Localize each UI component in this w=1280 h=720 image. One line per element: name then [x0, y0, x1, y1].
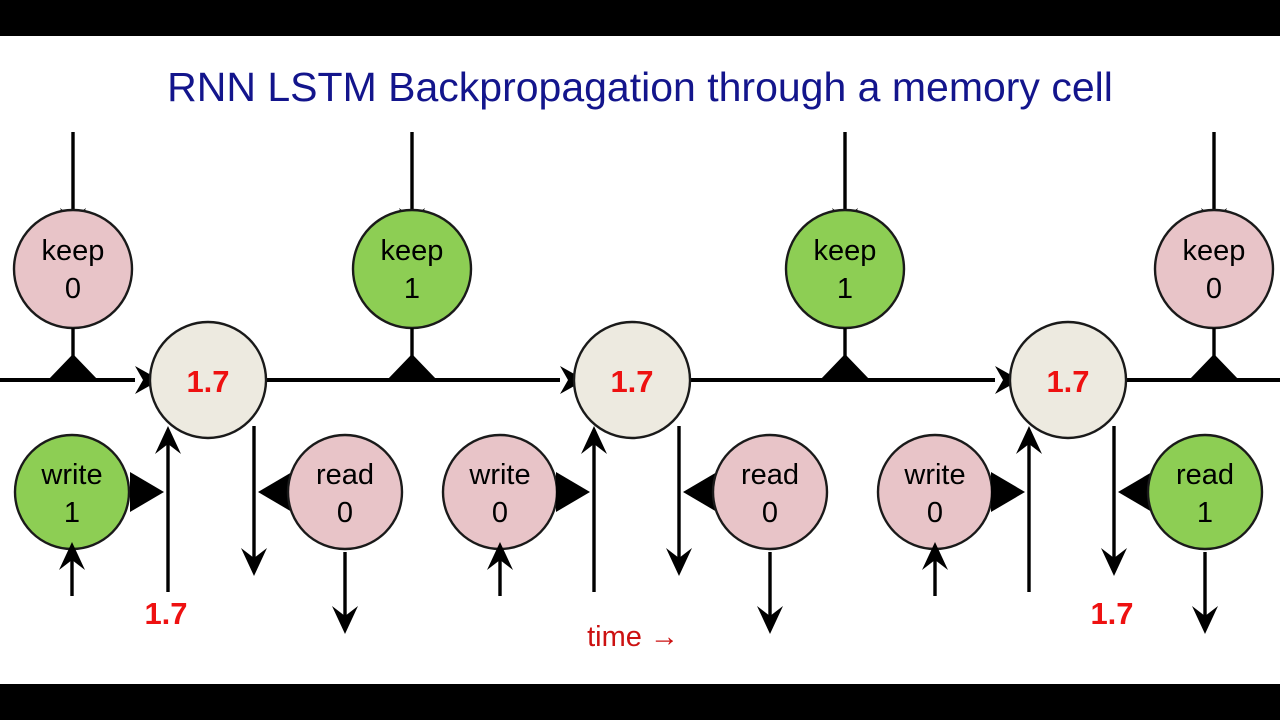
memory-cell-value-2: 1.7: [610, 364, 653, 399]
keep-gate-group-1[interactable]: keep 0: [12, 132, 134, 380]
write-gate-name-1: write: [40, 459, 102, 491]
cell-input-wire-group-2: [556, 426, 607, 592]
read-gate-name-1: read: [316, 459, 374, 491]
read-external-output-arrowhead-1: [332, 606, 358, 634]
read-gate-group-1[interactable]: read 0: [286, 433, 404, 634]
cell-input-wire-group-1: 1.7: [130, 426, 188, 631]
read-gate-name-3: read: [1176, 459, 1234, 491]
read-gate-name-2: read: [741, 459, 799, 491]
keep-gate-name-3: keep: [814, 235, 877, 267]
write-gate-value-2: 0: [492, 497, 508, 529]
gradient-label-2: 1.7: [1090, 596, 1133, 631]
write-gate-name-3: write: [903, 459, 965, 491]
read-gate-circle-2: [711, 433, 829, 551]
gradient-label-1: 1.7: [144, 596, 187, 631]
read-gate-group-2[interactable]: read 0: [711, 433, 829, 634]
keep-gate-value-2: 1: [404, 273, 420, 305]
read-gate-circle-1: [286, 433, 404, 551]
write-gate-name-2: write: [468, 459, 530, 491]
memory-cell-group-1[interactable]: 1.7: [148, 320, 268, 440]
memory-cell-group-2[interactable]: 1.7: [572, 320, 692, 440]
write-external-input-arrowhead-1: [59, 542, 85, 570]
memory-cell-circle-1: [148, 320, 268, 440]
write-gate-circle-3: [876, 433, 994, 551]
cell-input-wire-group-3: [991, 426, 1042, 592]
keep-gate-circle-3: [784, 208, 906, 330]
keep-gate-triangle-3: [820, 354, 870, 380]
cell-input-arrowhead-3: [1016, 426, 1042, 454]
keep-gate-triangle-2: [387, 354, 437, 380]
read-gate-value-2: 0: [762, 497, 778, 529]
keep-gate-value-4: 0: [1206, 273, 1222, 305]
write-gate-triangle-3: [991, 472, 1025, 512]
write-gate-value-3: 0: [927, 497, 943, 529]
keep-gate-triangle-4: [1189, 354, 1239, 380]
cell-output-arrowhead-1: [241, 548, 267, 576]
page-title: RNN LSTM Backpropagation through a memor…: [167, 64, 1113, 110]
write-external-input-arrowhead-3: [922, 542, 948, 570]
keep-gate-group-4[interactable]: keep 0: [1153, 132, 1275, 380]
time-axis-label: time →: [587, 621, 679, 653]
lstm-memory-cell-diagram: keep 0 1.7 write 1 1.7: [0, 132, 1280, 653]
read-external-output-arrowhead-2: [757, 606, 783, 634]
cell-output-wire-group-3: 1.7: [1090, 426, 1152, 631]
read-gate-triangle-1: [258, 472, 292, 512]
memory-cell-circle-2: [572, 320, 692, 440]
cell-output-arrowhead-2: [666, 548, 692, 576]
cell-input-arrowhead-2: [581, 426, 607, 454]
read-gate-triangle-3: [1118, 472, 1152, 512]
read-external-output-arrowhead-3: [1192, 606, 1218, 634]
cell-output-arrowhead-3: [1101, 548, 1127, 576]
carousel-arrowhead-3: [995, 366, 1020, 394]
write-gate-group-2[interactable]: write 0: [441, 433, 559, 596]
write-gate-triangle-2: [556, 472, 590, 512]
memory-cell-group-3[interactable]: 1.7: [1008, 320, 1128, 440]
keep-gate-triangle-1: [48, 354, 98, 380]
keep-gate-circle-1: [12, 208, 134, 330]
keep-gate-group-2[interactable]: keep 1: [351, 132, 473, 380]
read-gate-group-3[interactable]: read 1: [1146, 433, 1264, 634]
cell-output-wire-group-1: [241, 426, 292, 576]
keep-gate-name-2: keep: [381, 235, 444, 267]
cell-output-wire-group-2: [666, 426, 717, 576]
write-gate-group-1[interactable]: write 1: [13, 433, 131, 596]
cell-input-arrowhead-1: [155, 426, 181, 454]
memory-cell-value-3: 1.7: [1046, 364, 1089, 399]
keep-gate-circle-4: [1153, 208, 1275, 330]
keep-gate-group-3[interactable]: keep 1: [784, 132, 906, 380]
read-gate-triangle-2: [683, 472, 717, 512]
keep-gate-name-1: keep: [42, 235, 105, 267]
write-gate-circle-1: [13, 433, 131, 551]
write-gate-triangle-1: [130, 472, 164, 512]
memory-cell-circle-3: [1008, 320, 1128, 440]
keep-gate-value-1: 0: [65, 273, 81, 305]
memory-cell-value-1: 1.7: [186, 364, 229, 399]
write-gate-group-3[interactable]: write 0: [876, 433, 994, 596]
read-gate-circle-3: [1146, 433, 1264, 551]
carousel-arrowhead-2: [560, 366, 585, 394]
read-gate-value-1: 0: [337, 497, 353, 529]
keep-gate-name-4: keep: [1183, 235, 1246, 267]
keep-gate-value-3: 1: [837, 273, 853, 305]
write-gate-value-1: 1: [64, 497, 80, 529]
write-external-input-arrowhead-2: [487, 542, 513, 570]
read-gate-value-3: 1: [1197, 497, 1213, 529]
write-gate-circle-2: [441, 433, 559, 551]
carousel-arrowhead-1: [135, 366, 160, 394]
keep-gate-circle-2: [351, 208, 473, 330]
